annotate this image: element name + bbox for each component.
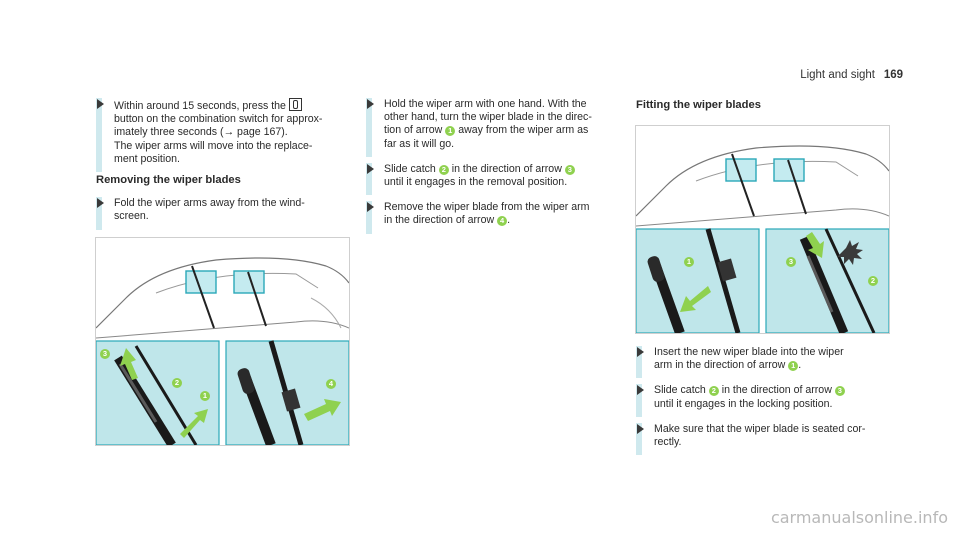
callout-2: 2 [172,378,182,388]
callout-badge: 3 [834,386,845,397]
page-number: 169 [883,69,903,81]
step-arrow-icon [637,385,644,396]
wiper-button-icon [288,98,302,111]
step-press-button: Within around 15 seconds, press the butt… [96,98,341,173]
column-right-top: Fitting the wiper blades [636,99,896,112]
figure-removing-wiper-blades: 3 2 1 4 [95,237,350,446]
figure-fitting-wiper-blades: 1 3 2 [635,125,890,334]
fitting-illustration [636,145,889,333]
step-arrow-icon [637,347,644,357]
section-title: Light and sight [800,69,875,81]
watermark: carmanualsonline.info [770,508,948,527]
removing-illustration [96,257,349,445]
step-fold-arms: Fold the wiper arms away from the wind- … [96,197,341,230]
step-arrow-icon [367,163,374,174]
step-hold-arm: Hold the wiper arm with one hand. With t… [366,98,621,157]
heading-removing: Removing the wiper blades [96,174,241,187]
step-arrow-icon [97,198,104,209]
heading-fitting: Fitting the wiper blades [636,99,761,111]
step-remove-blade: Remove the wiper blade from the wiper ar… [366,201,621,234]
callout-1: 1 [200,391,210,401]
callout-badge: 4 [497,216,508,227]
step-slide-catch-lock: Slide catch 2 in the direction of arrow … [636,384,896,417]
column-left: Within around 15 seconds, press the butt… [96,98,341,236]
step-arrow-icon [367,99,374,109]
callout-badge: 3 [564,164,575,175]
callout-badge: 1 [445,126,456,137]
callout-2: 2 [868,276,878,286]
callout-4: 4 [326,379,336,389]
step-arrow-icon [637,423,644,434]
callout-badge: 2 [438,164,449,175]
step-check-seated: Make sure that the wiper blade is seated… [636,422,896,456]
callout-badge: 2 [708,386,719,397]
step-slide-catch: Slide catch 2 in the direction of arrow … [366,162,621,196]
callout-badge: 1 [788,361,799,372]
callout-3: 3 [100,349,110,359]
callout-3: 3 [786,257,796,267]
column-middle: Hold the wiper arm with one hand. With t… [366,98,621,240]
step-arrow-icon [97,99,104,109]
column-right-bottom: Insert the new wiper blade into the wipe… [636,346,896,461]
step-arrow-icon [367,202,374,213]
step-insert-blade: Insert the new wiper blade into the wipe… [636,346,896,379]
callout-1: 1 [684,257,694,267]
